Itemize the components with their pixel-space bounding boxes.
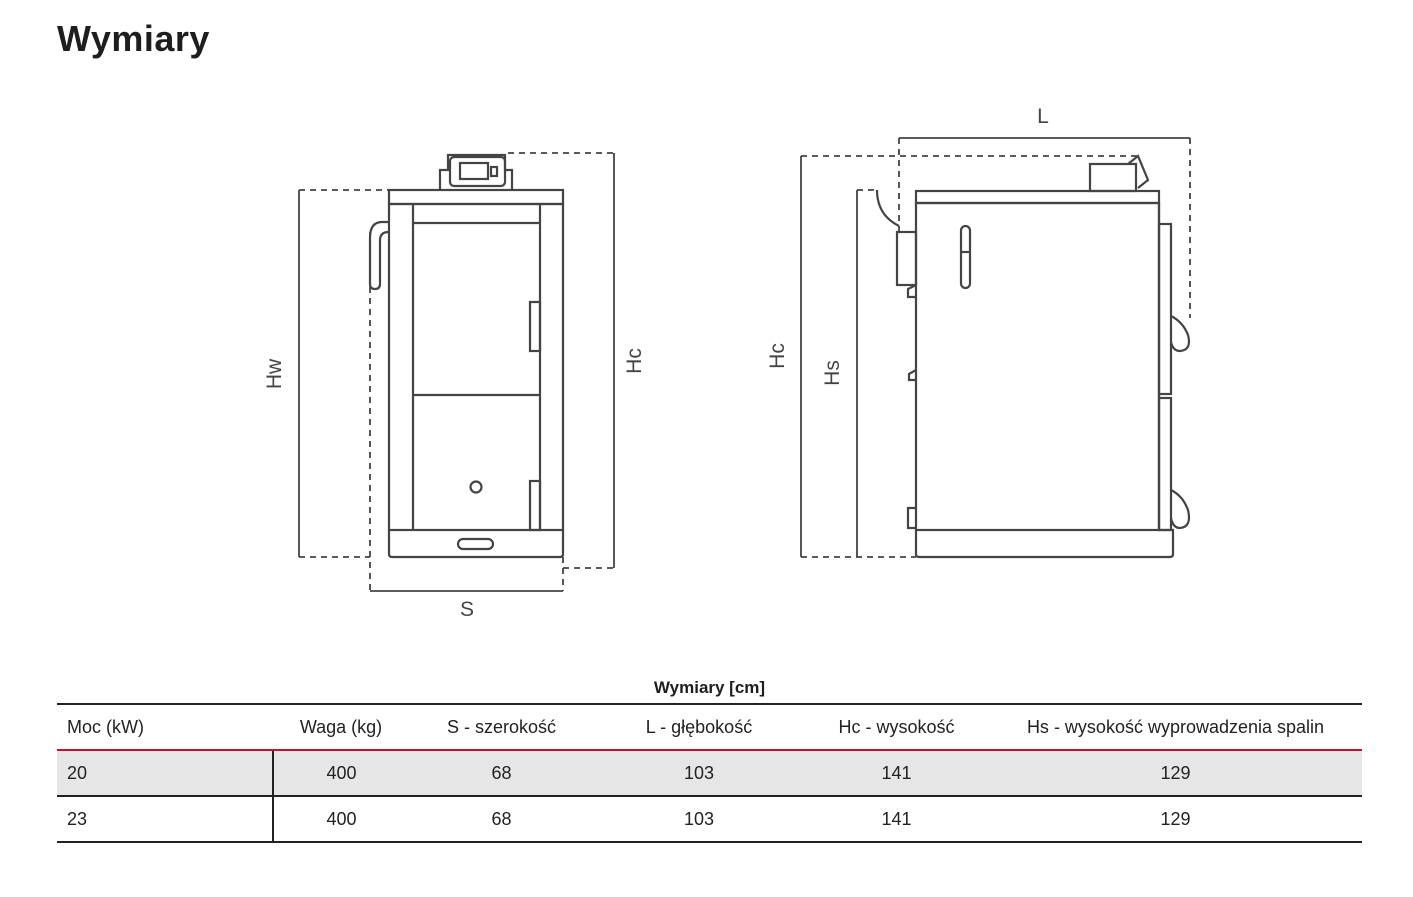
header-moc: Moc (kW) <box>57 704 273 751</box>
dimension-drawing: Hw Hc S <box>263 105 1191 621</box>
cell-wysokosc: 141 <box>881 762 912 783</box>
cell-waga: 400 <box>326 808 357 829</box>
cell-szerokosc: 68 <box>491 762 512 783</box>
table-caption: Wymiary [cm] <box>653 678 766 697</box>
cell-moc: 23 <box>57 796 274 842</box>
cell-glebokosc: 103 <box>683 808 715 829</box>
front-view: Hw Hc S <box>263 152 646 621</box>
cell-glebokosc: 103 <box>683 762 715 783</box>
header-wysokosc: Hc - wysokość <box>804 704 989 751</box>
dimensions-table: Moc (kW) Waga (kg) S - szerokość L - głę… <box>57 703 1362 843</box>
cell-szerokosc: 68 <box>491 808 512 829</box>
table-row: 20 400 68 103 141 129 <box>57 750 1362 796</box>
header-wysokosc-spalin: Hs - wysokość wyprowadzenia spalin <box>989 704 1362 751</box>
header-szerokosc: S - szerokość <box>409 704 594 751</box>
cell-wysokosc-spalin: 129 <box>1160 808 1191 829</box>
header-waga: Waga (kg) <box>273 704 409 751</box>
front-hw-label: Hw <box>263 358 286 389</box>
page-title: Wymiary <box>57 18 210 59</box>
table-row: 23 400 68 103 141 129 <box>57 796 1362 842</box>
table-header-row: Moc (kW) Waga (kg) S - szerokość L - głę… <box>57 704 1362 751</box>
cell-waga: 400 <box>326 762 357 783</box>
header-glebokosc: L - głębokość <box>594 704 804 751</box>
cell-moc: 20 <box>57 750 274 796</box>
front-s-label: S <box>460 598 474 621</box>
front-hc-label: Hc <box>623 348 646 374</box>
cell-wysokosc-spalin: 129 <box>1160 762 1191 783</box>
side-view: L Hc Hs <box>766 105 1191 559</box>
side-hs-label: Hs <box>821 360 844 386</box>
cell-wysokosc: 141 <box>881 808 912 829</box>
side-l-label: L <box>1037 105 1049 128</box>
side-hc-label: Hc <box>766 343 789 369</box>
